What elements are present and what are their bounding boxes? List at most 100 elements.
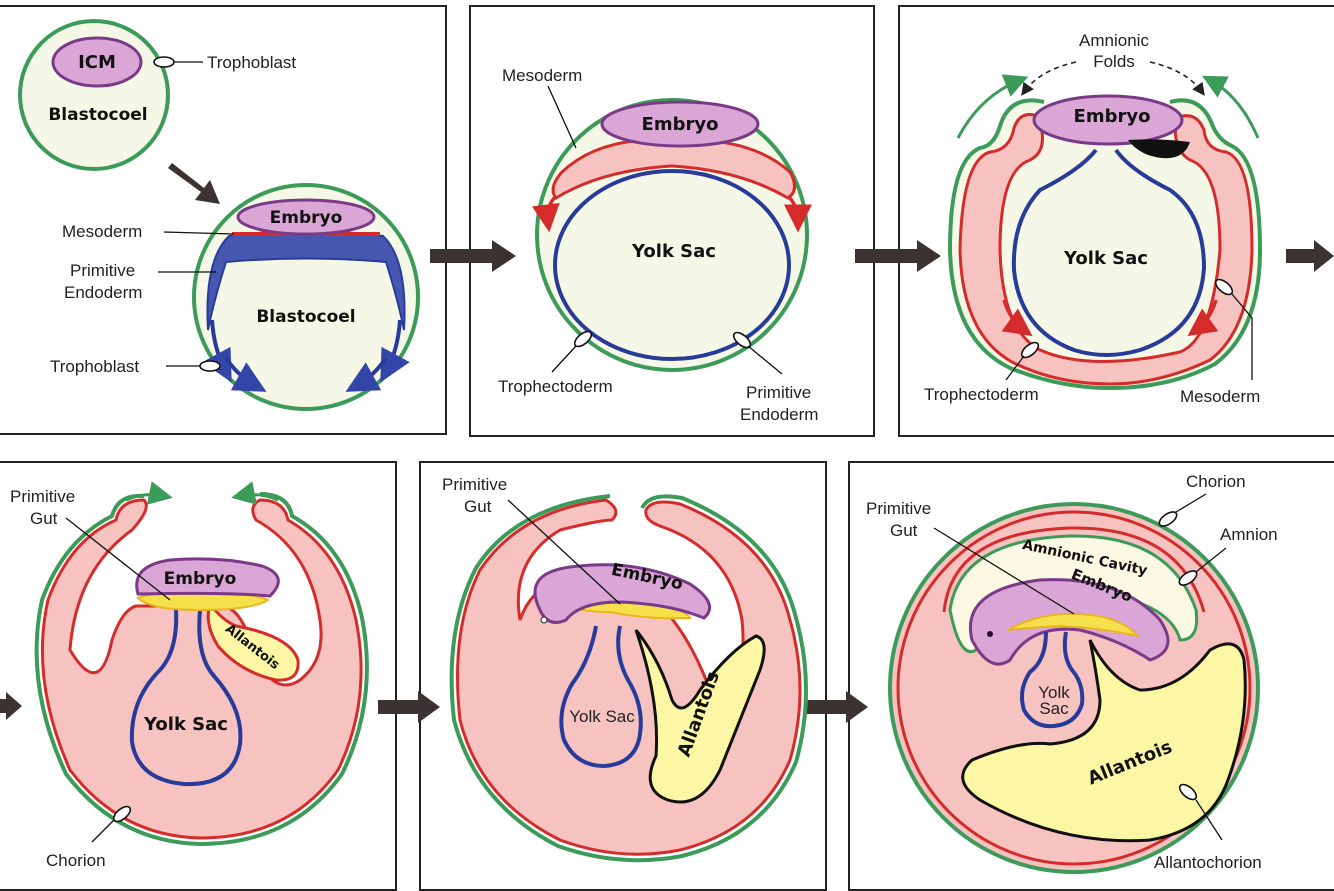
icm-label: ICM [78, 52, 116, 73]
mesoderm-label: Mesoderm [502, 66, 582, 85]
yolk-sac-outline [129, 609, 243, 787]
green-arrow-left [125, 481, 173, 505]
arrow-endoderm-left [202, 319, 232, 383]
embryo-label: Embryo [1074, 106, 1151, 127]
arrow-3-out-icon [1286, 240, 1334, 272]
mesoderm-label: Mesoderm [1180, 387, 1260, 406]
trophectoderm-leader [551, 345, 577, 373]
chorion-label: Chorion [46, 851, 106, 870]
embryo-dot [987, 631, 993, 637]
primitive-endoderm-label-1: Primitive [70, 261, 135, 280]
green-arrow-right [231, 481, 279, 505]
embryo-shape [135, 557, 280, 598]
panel-6: Amnionic Cavity Embryo Yolk Sac Allantoi… [866, 472, 1278, 874]
allantochorion-label: Allantochorion [1154, 853, 1262, 872]
primitive-endoderm-label-2: Endoderm [740, 405, 818, 424]
arrow-endoderm-left-2 [224, 356, 267, 392]
mesoderm-leader [547, 85, 577, 149]
primitive-gut-label-1: Primitive [866, 499, 931, 518]
arrow-meso-left [1001, 299, 1033, 337]
mesoderm-leader [1231, 293, 1253, 380]
panel-1: ICM Blastocoel Trophoblast Embryo Blasto… [18, 19, 420, 411]
yolk-sac-outline [553, 169, 791, 361]
primitive-gut-leader [507, 499, 621, 605]
chorion-leader [91, 819, 115, 843]
yolk-sac-label-2: Sac [1039, 699, 1069, 718]
allantois-shape [206, 600, 300, 682]
arrow-meso-right [1187, 299, 1219, 337]
embryo-label: Embryo [642, 114, 719, 135]
panel-4: Embryo Allantois Yolk Sac Primitive Gut … [10, 481, 369, 870]
chorion-outline [449, 494, 808, 863]
arrow-5-to-6-icon [806, 691, 868, 723]
primitive-gut-label-2: Gut [30, 509, 58, 528]
primitive-gut-label-1: Primitive [10, 487, 75, 506]
trophoblast-top-label: Trophoblast [207, 53, 296, 72]
amnionic-folds-label-2: Folds [1093, 52, 1135, 71]
chorion-outline [34, 492, 369, 847]
primitive-endoderm-label-2: Endoderm [64, 283, 142, 302]
trophectoderm-label: Trophectoderm [498, 377, 613, 396]
primitive-endoderm-leader [747, 345, 783, 375]
primitive-gut-label-2: Gut [464, 497, 492, 516]
trophoblast-bottom-label: Trophoblast [50, 357, 139, 376]
trophectoderm-leader [1005, 355, 1025, 381]
embryo-shape [236, 198, 376, 236]
yolk-sac-label: Yolk Sac [569, 707, 635, 726]
primitive-gut-label-2: Gut [890, 521, 918, 540]
arrow-meso-left [531, 194, 560, 233]
embryo-shape [600, 100, 760, 148]
primitive-endoderm-label-1: Primitive [746, 383, 811, 402]
allantochorion-pointer [1178, 783, 1198, 801]
black-folding-shape [1128, 139, 1190, 159]
trophectoderm-pointer [573, 330, 593, 348]
arrow-into-4-icon [0, 692, 22, 720]
chorion-red-inner [896, 510, 1252, 866]
mesoderm-pointer [1214, 278, 1234, 296]
trophectoderm-label: Trophectoderm [924, 385, 1039, 404]
arrow-2-to-3-icon [855, 240, 941, 272]
mesoderm-leader [163, 231, 235, 235]
yolk-sac-label: Yolk Sac [143, 714, 228, 735]
amnion-label: Amnion [1220, 525, 1278, 544]
allantochorion-leader [1195, 799, 1223, 841]
green-arrow-right [1202, 75, 1260, 139]
arrow-endoderm-right [380, 319, 410, 383]
panel-3: Embryo Yolk Sac Amnionic Folds Trophecto… [924, 31, 1263, 406]
embryo-shape [1032, 94, 1184, 146]
amnionic-fold-dashed-right [1149, 61, 1205, 96]
arrow-1-to-2-icon [430, 240, 516, 272]
primitive-gut-shape [1007, 612, 1141, 638]
arrow-endoderm-right-2 [345, 356, 388, 392]
primitive-gut-leader [65, 517, 171, 601]
panel-2: Embryo Yolk Sac Mesoderm Trophectoderm P… [498, 66, 818, 424]
mesoderm-label: Mesoderm [62, 222, 142, 241]
blastocoel-top-label: Blastocoel [48, 105, 147, 125]
amnion-leader [1195, 547, 1227, 573]
yolk-sac-label-1: Yolk [1038, 683, 1070, 702]
allantois-shape [961, 639, 1247, 843]
embryo-dot [540, 616, 548, 624]
diagonal-arrow-icon [168, 163, 220, 204]
chorion-leader [1175, 493, 1207, 513]
primitive-endoderm-pointer [732, 331, 752, 349]
icm-shape [51, 36, 143, 88]
green-arrow-left [956, 74, 1029, 139]
allantois-shape [634, 629, 766, 804]
primitive-gut-label-1: Primitive [442, 475, 507, 494]
trophoblast-bottom-pointer [199, 360, 221, 372]
arrow-4-to-5-icon [378, 691, 440, 723]
primitive-gut-leader [933, 527, 1075, 615]
embryo-label: Embryo [270, 208, 343, 228]
yolk-sac-outline [1011, 148, 1207, 357]
yolk-sac-label: Yolk Sac [1063, 248, 1148, 269]
blastocoel-label: Blastocoel [256, 307, 355, 327]
amnion-pointer [1178, 570, 1198, 586]
chorion-label: Chorion [1186, 472, 1246, 491]
amnion-red [942, 526, 1206, 613]
chorion-pointer [1158, 511, 1178, 527]
mesoderm-outer [40, 498, 363, 840]
yolk-sac-outline [1020, 631, 1085, 729]
yolk-sac-label: Yolk Sac [631, 241, 716, 262]
